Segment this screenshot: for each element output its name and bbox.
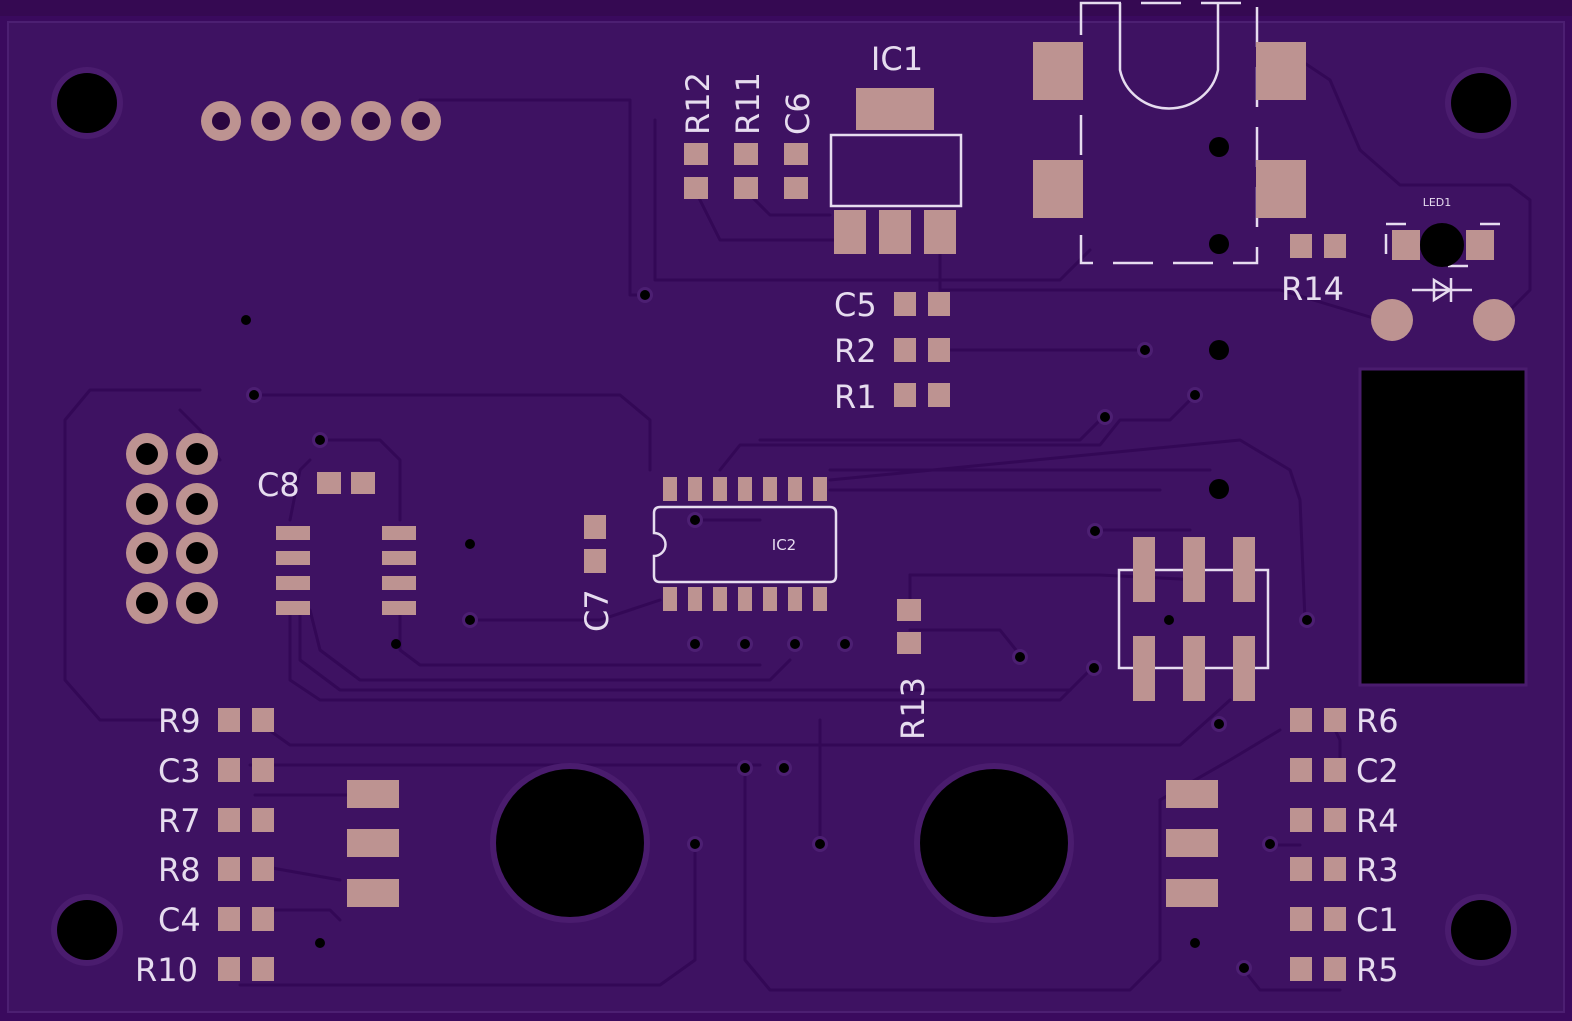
r2-label: R2 — [834, 332, 877, 370]
ic1-label: IC1 — [871, 40, 923, 78]
diode-symbol-icon — [1412, 277, 1472, 303]
r3-label: R3 — [1356, 851, 1399, 889]
smd-pads-top — [684, 143, 808, 199]
smd-pads-bottom-right — [1290, 708, 1346, 981]
large-hole-right — [920, 769, 1068, 917]
top-edge — [0, 0, 1572, 16]
led1-footprint — [1371, 222, 1515, 341]
r13-pads — [897, 599, 921, 654]
c3-label: C3 — [158, 752, 201, 790]
c7-label: C7 — [578, 589, 616, 632]
mounting-hole-icon — [1451, 900, 1511, 960]
switch-footprint — [1033, 1, 1306, 265]
r8-label: R8 — [158, 851, 201, 889]
smd-pads-middle — [894, 292, 950, 407]
r5-label: R5 — [1356, 951, 1399, 989]
c6-label: C6 — [779, 92, 817, 135]
c2-label: C2 — [1356, 752, 1399, 790]
c8-label: C8 — [257, 466, 300, 504]
header-5pin — [201, 101, 441, 141]
ic1-regulator — [829, 88, 963, 254]
r7-label: R7 — [158, 802, 201, 840]
ic2-soic14 — [652, 477, 838, 611]
c8-pads — [317, 472, 375, 494]
r11-label: R11 — [729, 72, 767, 135]
r12-label: R12 — [679, 72, 717, 135]
soic8-left — [276, 526, 416, 615]
ic2-label: IC2 — [772, 536, 796, 554]
r6-label: R6 — [1356, 702, 1399, 740]
vias — [241, 287, 1315, 976]
r14-label: R14 — [1281, 270, 1344, 308]
mounting-hole-icon — [1451, 73, 1511, 133]
soic6-right — [1117, 537, 1270, 701]
r1-label: R1 — [834, 378, 877, 416]
c5-label: C5 — [834, 286, 877, 324]
mounting-holes — [51, 67, 1517, 966]
smd-pads-bottom-left — [218, 708, 274, 981]
mounting-hole-icon — [57, 900, 117, 960]
r13-label: R13 — [894, 677, 932, 740]
r14-pads — [1290, 234, 1346, 258]
c1-label: C1 — [1356, 901, 1399, 939]
r4-label: R4 — [1356, 802, 1399, 840]
r10-label: R10 — [135, 951, 198, 989]
r9-label: R9 — [158, 702, 201, 740]
traces — [63, 58, 1532, 992]
led1-label: LED1 — [1423, 196, 1452, 209]
large-hole-left — [496, 769, 644, 917]
black-module — [1358, 367, 1528, 687]
sot23-left — [347, 780, 399, 907]
sot23-right — [1166, 780, 1218, 907]
c4-label: C4 — [158, 901, 201, 939]
c7-pads — [584, 515, 606, 573]
mounting-hole-icon — [57, 73, 117, 133]
header-2x4 — [126, 433, 218, 624]
